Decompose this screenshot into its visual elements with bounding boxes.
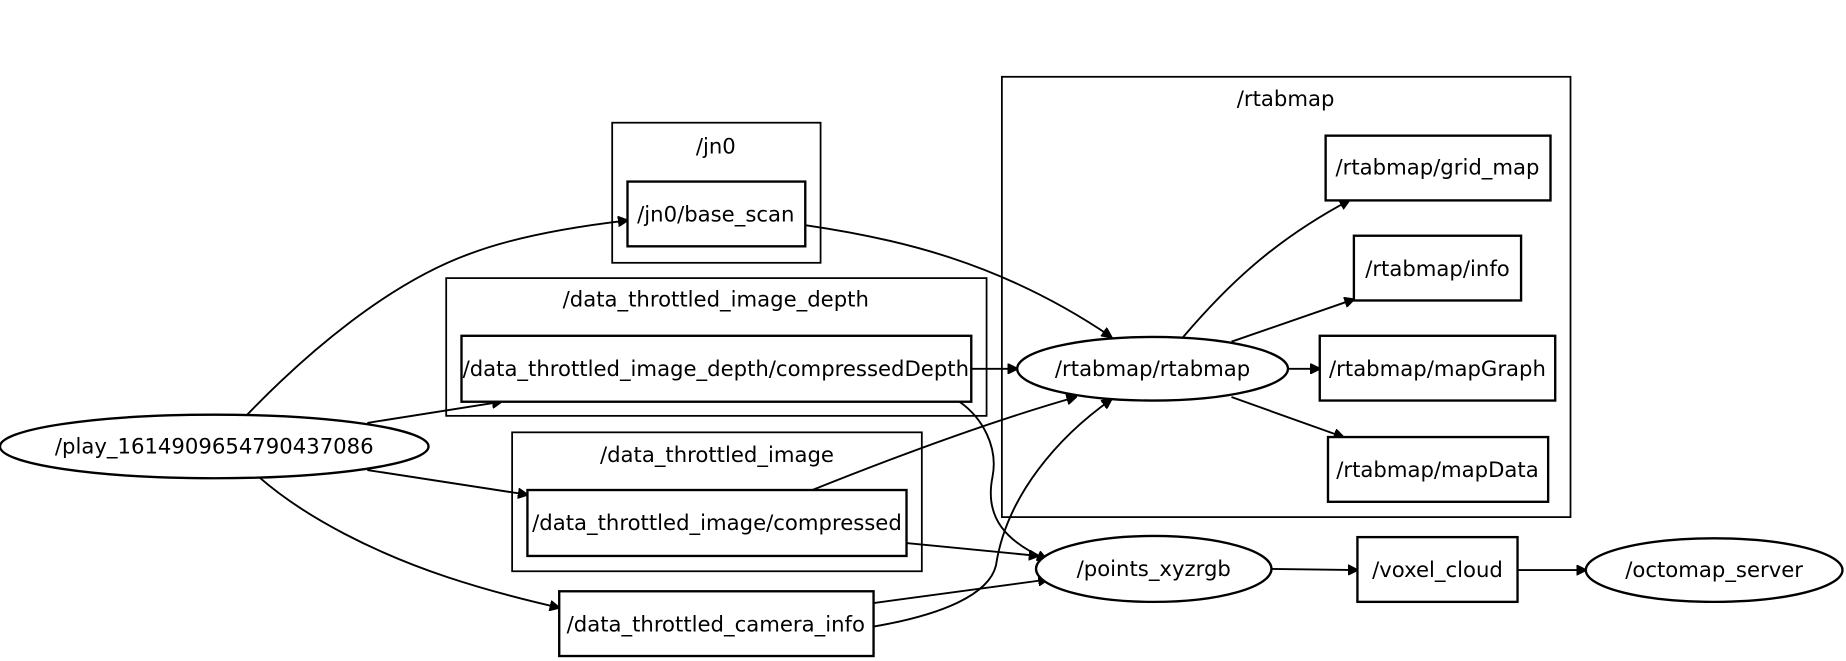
node-label: /rtabmap/mapGraph — [1329, 356, 1546, 381]
edge-play-to-camera-info[interactable] — [258, 476, 559, 608]
cluster-data-throttled-image-depth: /data_throttled_image_depth — [445, 277, 988, 417]
node-grid-map[interactable]: /rtabmap/grid_map — [1324, 134, 1552, 202]
cluster-label: /data_throttled_image — [600, 442, 834, 467]
cluster-rtabmap: /rtabmap — [1000, 75, 1572, 518]
node-compressed[interactable]: /data_throttled_image/compressed — [526, 488, 908, 558]
cluster-data-throttled-image: /data_throttled_image — [511, 431, 923, 573]
node-label: /rtabmap/rtabmap — [1055, 356, 1250, 381]
node-play[interactable]: /play_1614909654790437086 — [0, 413, 430, 480]
cluster-label: /data_throttled_image_depth — [563, 286, 869, 311]
edge-play-to-compressed-depth[interactable] — [367, 402, 501, 424]
edge-compressed-to-points[interactable] — [906, 542, 1039, 556]
edge-base-scan-to-rtabmap[interactable] — [805, 224, 1111, 337]
node-rtabmap[interactable]: /rtabmap/rtabmap — [1016, 335, 1290, 402]
node-label: /octomap_server — [1625, 557, 1803, 582]
node-voxel-cloud[interactable]: /voxel_cloud — [1356, 535, 1519, 604]
node-label: /data_throttled_image/compressed — [532, 510, 902, 535]
edge-rtabmap-to-info[interactable] — [1231, 299, 1353, 343]
edge-rtabmap-to-grid-map[interactable] — [1182, 200, 1349, 338]
edge-rtabmap-to-mapdata[interactable] — [1231, 396, 1343, 437]
edge-points-to-voxel-cloud[interactable] — [1271, 569, 1357, 570]
node-mapdata[interactable]: /rtabmap/mapData — [1326, 435, 1550, 503]
node-octomap-server[interactable]: /octomap_server — [1584, 537, 1844, 604]
node-label: /data_throttled_image_depth/compressedDe… — [463, 356, 969, 381]
cluster-jn0: /jn0 — [611, 121, 822, 264]
edge-play-to-base-scan[interactable] — [246, 220, 627, 416]
edges — [246, 200, 1586, 628]
edge-camera-info-to-rtabmap[interactable] — [873, 399, 1112, 628]
node-label: /rtabmap/mapData — [1336, 457, 1538, 482]
node-camera-info[interactable]: /data_throttled_camera_info — [558, 590, 875, 658]
edge-play-to-compressed[interactable] — [367, 469, 527, 495]
node-label: /play_1614909654790437086 — [55, 434, 374, 459]
edge-compressed-depth-to-points[interactable] — [958, 400, 1046, 560]
node-label: /voxel_cloud — [1372, 557, 1503, 582]
node-label: /jn0/base_scan — [637, 202, 794, 227]
node-label: /rtabmap/info — [1365, 256, 1510, 281]
node-label: /points_xyzrgb — [1077, 556, 1231, 581]
node-mapgraph[interactable]: /rtabmap/mapGraph — [1318, 334, 1557, 402]
node-label: /data_throttled_camera_info — [567, 611, 865, 636]
edge-camera-info-to-points[interactable] — [873, 579, 1048, 604]
node-compressed-depth[interactable]: /data_throttled_image_depth/compressedDe… — [460, 334, 973, 403]
node-label: /rtabmap/grid_map — [1335, 155, 1539, 180]
cluster-label: /jn0 — [696, 133, 736, 158]
node-jn0-base-scan[interactable]: /jn0/base_scan — [626, 180, 807, 248]
node-info[interactable]: /rtabmap/info — [1352, 234, 1523, 302]
cluster-label: /rtabmap — [1237, 86, 1335, 111]
edge-compressed-to-rtabmap[interactable] — [811, 397, 1076, 491]
node-points-xyzrgb[interactable]: /points_xyzrgb — [1034, 534, 1273, 604]
